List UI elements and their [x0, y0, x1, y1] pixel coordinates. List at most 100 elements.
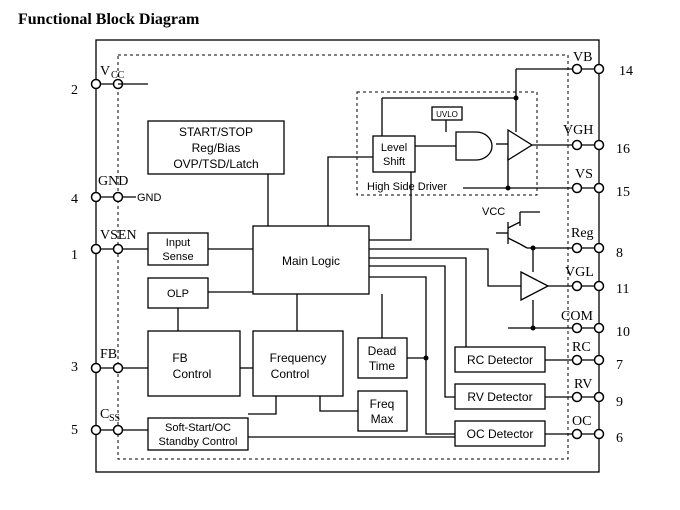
pin-vgl-label: VGL	[565, 265, 594, 280]
pin-vb: VB 14	[516, 50, 633, 79]
pin-gnd-terminal	[90, 191, 102, 203]
pin-gnd-node	[112, 191, 124, 203]
pin-com-terminal	[593, 322, 605, 334]
fb-control-line2: Control	[173, 367, 212, 381]
pin-vcc: V CC 2	[71, 64, 125, 98]
freq-max-block: Freq Max	[357, 390, 408, 432]
frequency-control-line2: Control	[271, 367, 310, 381]
pin-fb: FB 3	[71, 347, 148, 375]
uvlo-block	[431, 106, 463, 121]
pin-fb-node	[112, 362, 124, 374]
level-shift-line2: Shift	[383, 156, 405, 168]
pin-vgh-terminal	[593, 139, 605, 151]
pin-vb-terminal	[593, 63, 605, 75]
wires	[177, 69, 540, 438]
pin-oc-label: OC	[572, 414, 591, 429]
pin-css-sub: SS	[109, 413, 120, 424]
pin-gnd-label: GND	[98, 174, 128, 189]
fb-control-line1: FB	[172, 351, 187, 365]
dead-time-line1: Dead	[368, 344, 397, 358]
oc-detector-label: OC Detector	[467, 427, 534, 441]
soft-start-block: Soft-Start/OC Standby Control	[147, 417, 249, 451]
pin-vs: VS 15	[463, 167, 630, 200]
pin-oc-node	[571, 428, 583, 440]
rv-detector-block: RV Detector	[454, 383, 546, 410]
pin-rc-number: 7	[616, 358, 623, 373]
pin-vs-node	[571, 182, 583, 194]
pin-css-node	[112, 424, 124, 436]
pin-rv-number: 9	[616, 395, 623, 410]
pin-vsen-terminal	[90, 243, 102, 255]
vcc-label: VCC	[482, 206, 505, 218]
pin-vgl: VGL 11	[548, 265, 629, 297]
pin-rv-label: RV	[574, 377, 592, 392]
pin-com-node	[571, 322, 583, 334]
and-gate	[455, 131, 493, 161]
pin-vgl-number: 11	[616, 282, 629, 297]
soft-start-line1: Soft-Start/OC	[165, 422, 231, 434]
pin-fb-label: FB	[100, 347, 117, 362]
start-stop-line2: Reg/Bias	[192, 141, 241, 155]
freq-max-line1: Freq	[370, 397, 395, 411]
junction-dot	[530, 325, 536, 331]
pin-gnd-number: 4	[71, 192, 78, 207]
pin-vgh-node	[571, 139, 583, 151]
pin-vgl-terminal	[593, 280, 605, 292]
pin-reg-node	[571, 242, 583, 254]
start-stop-line3: OVP/TSD/Latch	[173, 157, 258, 171]
high-side-driver-label: High Side Driver	[367, 181, 447, 193]
input-sense-line1: Input	[166, 237, 190, 249]
pin-com-number: 10	[616, 325, 630, 340]
pin-vcc-number: 2	[71, 83, 78, 98]
rv-detector-label: RV Detector	[467, 390, 532, 404]
pin-vcc-label: V	[100, 64, 110, 79]
pin-fb-number: 3	[71, 360, 78, 375]
main-logic-block: Main Logic	[252, 225, 370, 295]
pin-oc: OC 6	[545, 414, 623, 446]
pin-com: COM 10	[508, 309, 630, 340]
pin-vb-node	[571, 63, 583, 75]
pin-vgh: VGH 16	[532, 123, 630, 157]
inner-boundary	[117, 54, 569, 460]
start-stop-line1: START/STOP	[179, 125, 253, 139]
pin-reg-number: 8	[616, 246, 623, 261]
pin-vsen-number: 1	[71, 248, 78, 263]
main-logic-label: Main Logic	[282, 254, 340, 268]
pin-rc: RC 7	[545, 340, 623, 373]
pin-oc-terminal	[593, 428, 605, 440]
dead-time-block: Dead Time	[357, 337, 408, 379]
pin-css-label: C	[100, 407, 109, 422]
pin-vsen-label: VSEN	[100, 228, 137, 243]
dead-time-line2: Time	[369, 359, 396, 373]
pin-fb-terminal	[90, 362, 102, 374]
pin-vs-number: 15	[616, 185, 630, 200]
pin-rv-terminal	[593, 391, 605, 403]
level-shift-line1: Level	[381, 142, 407, 154]
diagram-title: Functional Block Diagram	[18, 11, 200, 28]
pin-vgh-label: VGH	[563, 123, 593, 138]
high-side-driver-group	[356, 91, 538, 196]
pin-rc-label: RC	[572, 340, 591, 355]
junction-dot	[530, 245, 536, 251]
pin-vb-number: 14	[619, 64, 633, 79]
input-sense-block: Input Sense	[147, 232, 209, 266]
junction-dot	[423, 355, 429, 361]
pin-css-terminal	[90, 424, 102, 436]
pin-vsen: VSEN 1	[71, 228, 148, 263]
olp-block: OLP	[147, 277, 209, 309]
fb-control-block: FB Control	[147, 330, 241, 397]
uvlo-label: UVLO	[436, 110, 458, 119]
pin-vs-label: VS	[575, 167, 593, 182]
pin-rv-node	[571, 391, 583, 403]
pin-reg: Reg 8	[527, 226, 623, 261]
high-side-buffer	[507, 128, 534, 162]
oc-detector-block: OC Detector	[454, 420, 546, 447]
soft-start-line2: Standby Control	[159, 436, 238, 448]
pin-oc-number: 6	[616, 431, 623, 446]
frequency-control-block: Frequency Control	[252, 330, 344, 397]
pin-rc-terminal	[593, 354, 605, 366]
pin-vb-label: VB	[573, 50, 592, 65]
input-sense-line2: Sense	[162, 251, 193, 263]
pin-vcc-terminal	[90, 78, 102, 90]
low-side-buffer	[520, 270, 550, 302]
